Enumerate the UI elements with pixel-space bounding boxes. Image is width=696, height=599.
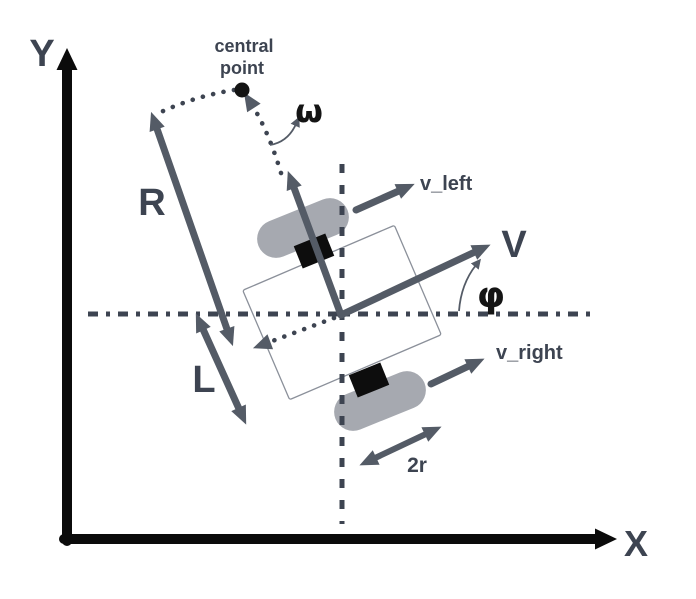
x-axis-label: X [624,523,648,564]
velocity-label: V [501,224,527,266]
wheel-diameter-arrow [359,426,442,466]
phi-label: φ [477,275,505,316]
central-point-label-line2: point [220,58,264,78]
right-wheel [334,371,426,431]
wheel-diameter-label: 2r [407,454,427,477]
dotted-arrow-center-to-wheelbase [252,315,337,350]
wheelbase-label: L [192,359,215,401]
phi-arc-arrow [458,258,481,312]
axle-arrow [286,170,345,319]
dotted-arrow-to-central-point [243,92,284,176]
v-left-label: v_left [420,173,473,195]
radius-arrow [149,111,235,347]
v-right-label: v_right [496,342,563,364]
y-axis-label: Y [29,33,54,75]
right-wheel-hub [348,362,390,398]
v-left-arrow [352,183,415,214]
left-wheel [257,198,349,258]
dotted-line-central-to-radius [158,87,237,115]
omega-label: ω [295,92,323,130]
radius-label: R [138,182,165,224]
central-point-dot [234,82,250,98]
omega-arc-arrow [269,116,300,146]
wheelbase-arrow [195,313,247,425]
velocity-arrow [337,244,491,319]
v-right-arrow [427,358,485,388]
central-point-label-line1: central [214,36,273,56]
